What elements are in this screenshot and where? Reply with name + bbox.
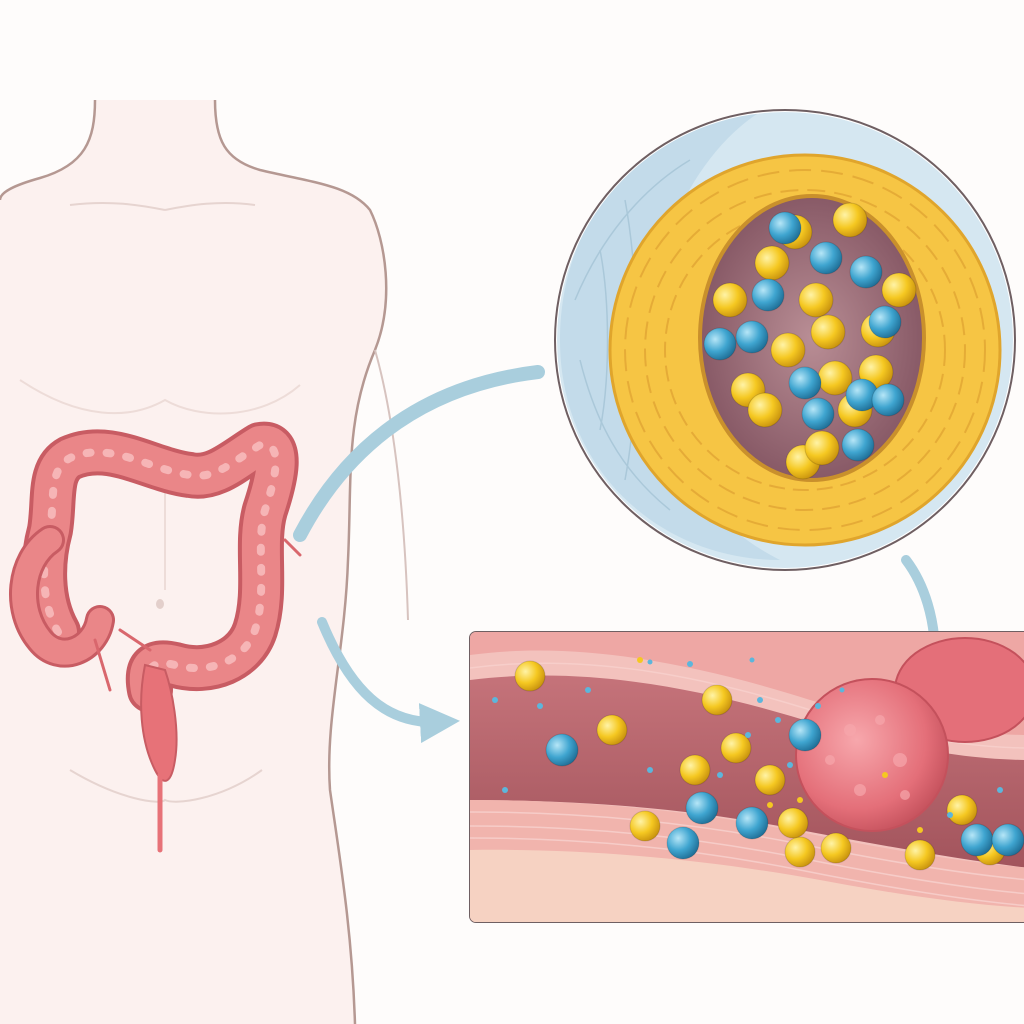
lipid-particle-yellow xyxy=(804,430,840,466)
lipid-particle-yellow xyxy=(770,332,806,368)
lipid-particle-yellow xyxy=(820,832,852,864)
lipid-particle-yellow xyxy=(881,272,917,308)
intestinal-particles xyxy=(514,660,1024,871)
lipid-particle-yellow xyxy=(798,282,834,318)
lipid-particle-blue xyxy=(703,327,737,361)
lipid-particle-yellow xyxy=(946,794,978,826)
lipid-particle-yellow xyxy=(810,314,846,350)
lipid-particle-yellow xyxy=(596,714,628,746)
lipid-particle-blue xyxy=(788,718,822,752)
intestinal-wall-detail xyxy=(469,631,1024,923)
lipid-particle-blue xyxy=(545,733,579,767)
human-torso xyxy=(0,99,409,1024)
cross-section-circle xyxy=(554,109,1016,571)
lipid-particle-blue xyxy=(991,823,1024,857)
lipid-particle-blue xyxy=(768,211,802,245)
lipid-particle-blue xyxy=(841,428,875,462)
lipid-particle-yellow xyxy=(701,684,733,716)
lipid-particle-blue xyxy=(788,366,822,400)
lipid-particle-blue xyxy=(735,806,769,840)
colon xyxy=(9,421,302,853)
lipid-particle-blue xyxy=(960,823,994,857)
lipid-particle-blue xyxy=(868,305,902,339)
lipid-particle-blue xyxy=(666,826,700,860)
human-torso-icon xyxy=(0,100,387,1024)
lipid-particle-yellow xyxy=(679,754,711,786)
lipid-particle-yellow xyxy=(777,807,809,839)
lipid-particle-blue xyxy=(801,397,835,431)
lipid-particle-blue xyxy=(809,241,843,275)
polyp xyxy=(795,678,949,832)
lipid-particle-yellow xyxy=(629,810,661,842)
lipid-particle-yellow xyxy=(784,836,816,868)
lipid-particle-blue xyxy=(871,383,905,417)
lipid-particle-yellow xyxy=(514,660,546,692)
lipid-particle-yellow xyxy=(747,392,783,428)
lipid-particle-yellow xyxy=(904,839,936,871)
cross-section-particles xyxy=(703,202,917,480)
lipid-particle-yellow xyxy=(720,732,752,764)
lipid-particle-yellow xyxy=(754,764,786,796)
lipid-particle-blue xyxy=(685,791,719,825)
lipid-particle-yellow xyxy=(712,282,748,318)
curved-arrow-icon xyxy=(293,365,545,542)
lipid-particle-blue xyxy=(849,255,883,289)
lipid-particle-yellow xyxy=(832,202,868,238)
lipid-particle-blue xyxy=(751,278,785,312)
lipid-particle-yellow xyxy=(754,245,790,281)
lipid-particle-blue xyxy=(735,320,769,354)
